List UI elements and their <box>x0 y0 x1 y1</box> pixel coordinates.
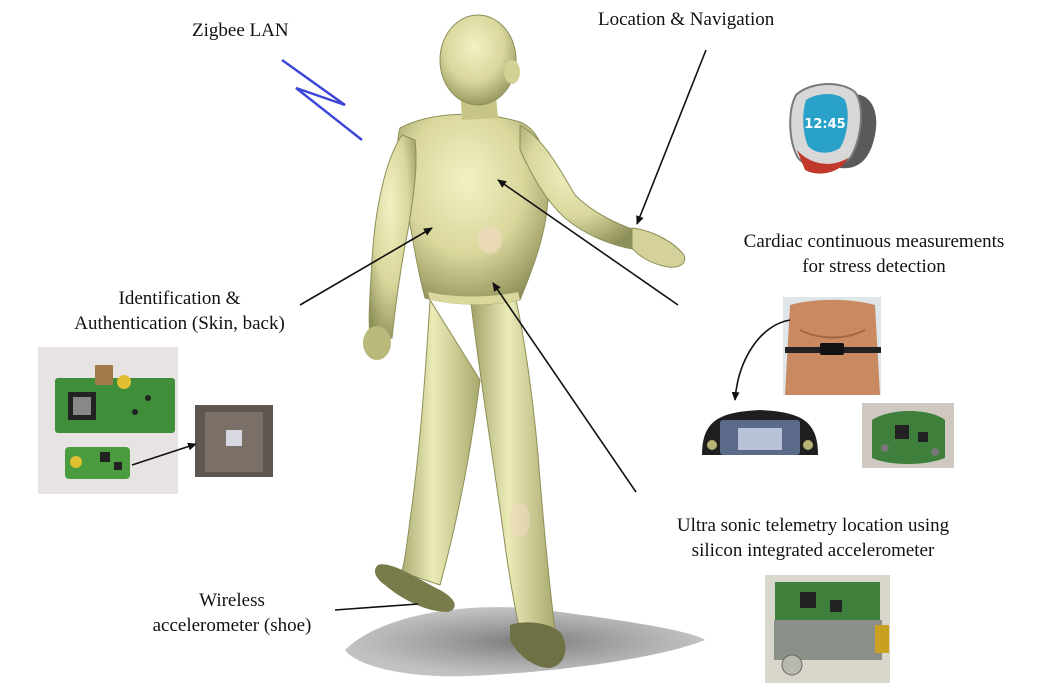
location-navigation-label: Location & Navigation <box>598 7 774 32</box>
zigbee-lan-text: Zigbee LAN <box>192 18 289 43</box>
cardiac-line-1: Cardiac continuous measurements <box>698 229 1050 254</box>
zigbee-lan-label: Zigbee LAN <box>192 18 289 43</box>
zigbee-signal-icon <box>282 60 362 140</box>
cardiac-line-2: for stress detection <box>698 254 1050 279</box>
wireless-accelerometer-label: Wireless accelerometer (shoe) <box>132 588 332 638</box>
skin-sensor-photo <box>195 405 273 477</box>
cardiac-measurements-label: Cardiac continuous measurements for stre… <box>698 229 1050 279</box>
location-navigation-text: Location & Navigation <box>598 7 774 32</box>
wireless-line-2: accelerometer (shoe) <box>132 613 332 638</box>
circuit-board-photo <box>862 403 954 468</box>
identification-authentication-label: Identification & Authentication (Skin, b… <box>52 286 307 336</box>
electrode-module-photo <box>697 405 822 468</box>
shoe-pointer-line <box>335 604 418 610</box>
watch-display-time: 12:45 <box>804 117 845 132</box>
location-arrow <box>637 50 706 224</box>
identification-line-2: Authentication (Skin, back) <box>52 311 307 336</box>
wireless-line-1: Wireless <box>132 588 332 613</box>
human-figure <box>363 15 685 668</box>
accelerometer-board-photo <box>765 575 890 683</box>
ultrasonic-telemetry-label: Ultra sonic telemetry location using sil… <box>632 513 994 563</box>
strap-to-module-arrow <box>735 320 790 400</box>
identification-board-photo <box>38 347 178 494</box>
chest-strap-photo <box>783 297 881 395</box>
ultrasonic-line-2: silicon integrated accelerometer <box>632 538 994 563</box>
identification-line-1: Identification & <box>52 286 307 311</box>
identification-arrow <box>300 228 432 305</box>
ultrasonic-line-1: Ultra sonic telemetry location using <box>632 513 994 538</box>
